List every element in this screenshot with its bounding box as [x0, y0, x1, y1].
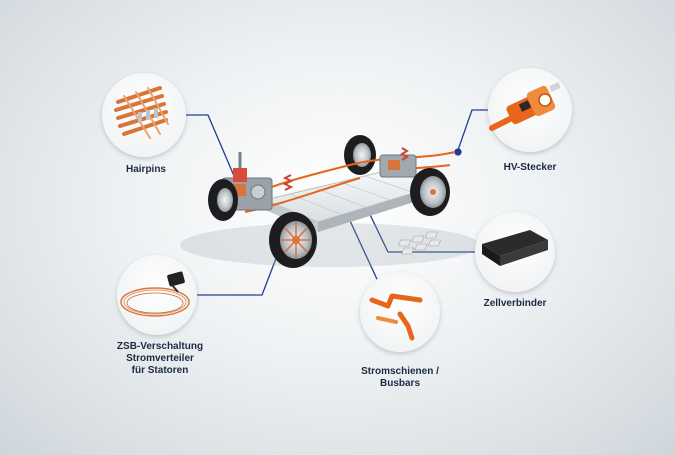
stromschienen-callout [360, 272, 440, 352]
label-hv-stecker-line-1: HV-Stecker [503, 162, 557, 173]
wheel-front-far [208, 179, 238, 221]
label-hairpins-line-1: Hairpins [125, 164, 166, 175]
label-zellverbinder: Zellverbinder [470, 298, 560, 310]
busbar-icon [369, 293, 423, 341]
label-stromschienen-line-1: Stromschienen / [361, 366, 439, 377]
label-hairpins: Hairpins [116, 164, 176, 176]
hv-stecker-callout [488, 68, 572, 152]
wheel-rear-far [344, 135, 376, 175]
leader-hv-stecker [457, 109, 490, 151]
label-zsb-verschaltung: ZSB-Verschaltung Stromverteiler für Stat… [105, 341, 215, 377]
leader-zellverbinder [361, 197, 475, 253]
label-zsb-line-2: Stromverteiler [126, 353, 194, 364]
rear-drive-unit [379, 154, 417, 178]
label-zsb-line-3: für Statoren [131, 365, 189, 376]
label-hv-stecker: HV-Stecker [490, 162, 570, 174]
label-zellverbinder-line-1: Zellverbinder [483, 298, 547, 309]
hairpin-coil-icon [114, 86, 169, 139]
leader-stromschienen [344, 209, 383, 291]
hairpins-callout [102, 73, 186, 157]
zsb-verschaltung-callout [117, 255, 197, 335]
wheel-front-near [269, 212, 317, 268]
hv-connector-icon [489, 82, 561, 131]
copper-wire-icon [120, 271, 190, 317]
label-zsb-line-1: ZSB-Verschaltung [116, 341, 204, 352]
label-stromschienen: Stromschienen / Busbars [350, 366, 450, 390]
label-stromschienen-line-2: Busbars [379, 378, 420, 389]
zellverbinder-callout [398, 212, 555, 292]
wheel-rear-near [410, 168, 450, 216]
ev-chassis-illustration [180, 135, 480, 268]
cell-connector-icon [398, 230, 548, 266]
leader-hairpins [185, 114, 241, 191]
